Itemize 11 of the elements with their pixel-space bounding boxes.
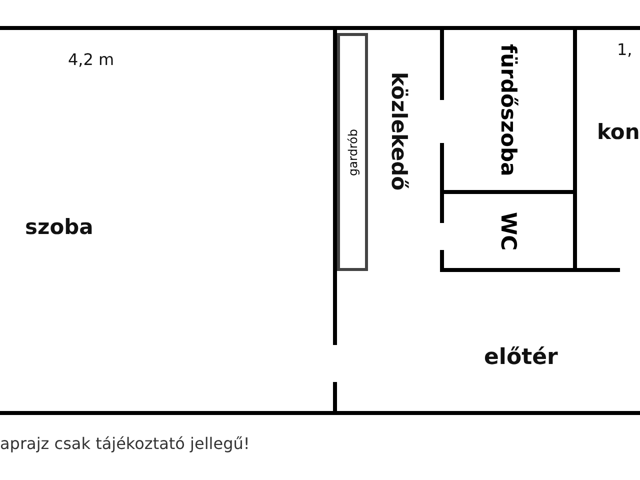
dimension-label: 4,2 m	[68, 50, 114, 69]
room-name: gardrób	[346, 128, 360, 176]
dimension-label: 1,	[617, 40, 632, 59]
room-name: kon	[597, 120, 640, 144]
room-name: előtér	[484, 345, 558, 370]
room-name: szoba	[25, 215, 94, 239]
note-text: aprajz csak tájékoztató jellegű!	[0, 434, 250, 453]
room-name: WC	[496, 212, 520, 250]
room-name: fürdőszoba	[496, 44, 520, 176]
wardrobe-box	[337, 33, 368, 271]
room-name: közlekedő	[387, 72, 411, 191]
